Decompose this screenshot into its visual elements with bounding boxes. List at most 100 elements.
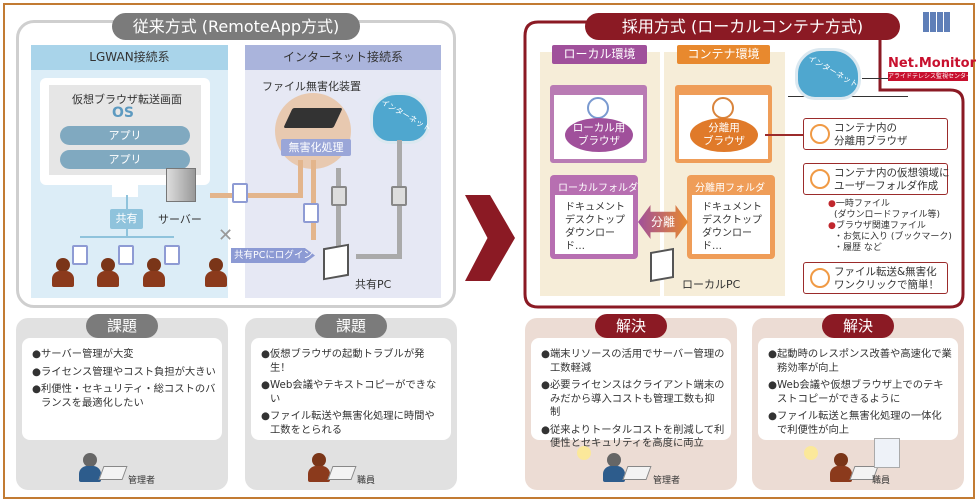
note-item: ●一時ファイル: [828, 199, 890, 209]
lgwan-header: LGWAN接続系: [31, 45, 228, 70]
issue-label: 課題: [315, 314, 387, 338]
adopted-title: 採用方式 (ローカルコンテナ方式): [585, 13, 900, 40]
issue-label: 課題: [86, 314, 158, 338]
user-icon: [205, 258, 229, 288]
solution-list: ●端末リソースの活用でサーバー管理の工数軽減●必要ライセンスはクライアント端末の…: [531, 338, 731, 449]
local-env-header: ローカル環境: [552, 45, 647, 64]
laptop-icon: [622, 466, 652, 480]
note-item: ・お気に入り (ブックマーク): [834, 232, 952, 242]
document-icon: [164, 245, 180, 265]
issue-list: ●仮想ブラウザの起動トラブルが発生！●Web会議やテキストコピーができない●ファ…: [251, 338, 451, 440]
folder-item: ダウンロード…: [565, 228, 615, 252]
callout-text: コンテナ内の 分離用ブラウザ: [834, 122, 908, 147]
folder-notes: ●一時ファイル (ダウンロードファイル等) ●ブラウザ関連ファイル ・お気に入り…: [828, 199, 952, 254]
solution-label: 解決: [595, 314, 667, 338]
folder-item: デスクトップ: [702, 215, 762, 226]
monitoring-center-icon: [923, 12, 951, 32]
shared-pc-label: 共有PC: [355, 278, 392, 291]
callout-container-browser: コンテナ内の 分離用ブラウザ: [803, 118, 948, 150]
note-item: ●ブラウザ関連ファイル: [828, 221, 926, 231]
folder-item: ダウンロード…: [702, 228, 752, 252]
issue-list: ●サーバー管理が大変●ライセンス管理やコスト負担が大きい●利便性・セキュリティ・…: [22, 338, 222, 440]
flow-line: [298, 160, 303, 198]
issue-box-admin: ●サーバー管理が大変●ライセンス管理やコスト負担が大きい●利便性・セキュリティ・…: [16, 314, 228, 490]
container-folder-title: 分離用フォルダ: [695, 183, 765, 194]
smile-icon: [810, 268, 830, 288]
local-browser-label: ローカル用 ブラウザ: [565, 118, 633, 152]
container-folder: 分離用フォルダ ドキュメントデスクトップダウンロード…: [687, 175, 775, 259]
staff-avatar: [830, 453, 854, 483]
container-browser-label: 分離用 ブラウザ: [690, 118, 758, 152]
role-label: 管理者: [653, 476, 681, 486]
role-label: 管理者: [128, 476, 156, 486]
user-icon: [52, 258, 76, 288]
smile-icon: [810, 124, 830, 144]
staff-avatar: [308, 453, 332, 483]
solution-box-admin: ●端末リソースの活用でサーバー管理の工数軽減●必要ライセンスはクライアント端末の…: [525, 314, 737, 490]
flow-arrow: [311, 160, 316, 240]
note-item: (ダウンロードファイル等): [834, 210, 941, 220]
solution-label: 解決: [822, 314, 894, 338]
sanitize-process-badge: 無害化処理: [281, 139, 351, 156]
app-pill: アプリ: [60, 126, 190, 145]
role-label: 職員: [872, 476, 891, 486]
server-icon: [166, 168, 196, 202]
internet-header: インターネット接続系: [245, 45, 441, 70]
app-pill: アプリ: [60, 150, 190, 169]
globe-icon: [712, 97, 734, 119]
local-folder-title: ローカルフォルダ: [558, 183, 638, 194]
blocked-x-icon: ✕: [218, 225, 234, 246]
sanitizer-label: ファイル無害化装置: [262, 80, 361, 93]
logo-sub: アライドテレシス監視センター: [888, 72, 968, 81]
local-pc-label: ローカルPC: [682, 278, 741, 291]
folder-item: デスクトップ: [565, 215, 625, 226]
local-folder: ローカルフォルダ ドキュメントデスクトップダウンロード…: [550, 175, 638, 259]
laptop-icon: [327, 466, 357, 480]
cloud-icon: [370, 92, 430, 144]
sanitizer-circle: [275, 93, 351, 169]
share-badge: 共有: [110, 209, 143, 229]
document-icon: [303, 203, 319, 223]
user-icon: [97, 258, 121, 288]
flow-arrow: [336, 168, 341, 248]
smile-icon: [810, 169, 830, 189]
callout-text: コンテナ内の仮想領域に ユーザーフォルダ作成: [834, 167, 950, 192]
user-icon: [143, 258, 167, 288]
role-label: 職員: [357, 476, 376, 486]
document-icon: [72, 245, 88, 265]
container-env-header: コンテナ環境: [677, 45, 770, 64]
callout-user-folder: コンテナ内の仮想領域に ユーザーフォルダ作成: [803, 163, 950, 195]
callout-one-click: ファイル転送&無害化 ワンクリックで簡単！: [803, 262, 948, 294]
document-icon: [331, 186, 347, 206]
solution-box-staff: ●起動時のレスポンス改善や高速化で業務効率が向上●Web会議や仮想ブラウザ上での…: [752, 314, 964, 490]
conventional-title: 従来方式 (RemoteApp方式): [112, 13, 360, 40]
callout-text: ファイル転送&無害化 ワンクリックで簡単！: [834, 266, 939, 291]
document-icon: [391, 186, 407, 206]
logo-name: Net.Monitor: [888, 56, 976, 71]
solution-list: ●起動時のレスポンス改善や高速化で業務効率が向上●Web会議や仮想ブラウザ上での…: [758, 338, 958, 440]
connector-line: [862, 78, 890, 79]
screen-title: 仮想ブラウザ転送画面: [72, 93, 182, 106]
local-pc-icon: [650, 247, 674, 283]
lightbulb-icon: [577, 446, 591, 460]
folder-item: ドキュメント: [702, 202, 762, 213]
note-item: ・履歴 など: [834, 243, 882, 253]
document-icon: [232, 183, 248, 203]
document-icon: [118, 245, 134, 265]
outer-frame: [3, 3, 975, 499]
lightbulb-icon: [804, 446, 818, 460]
folder-item: ドキュメント: [565, 202, 625, 213]
monitor-stand: [112, 183, 138, 197]
login-arrow: 共有PCにログイン: [231, 248, 315, 263]
admin-avatar: [79, 453, 103, 483]
flow-arrow: [210, 193, 303, 198]
admin-avatar: [603, 453, 627, 483]
web-meeting-icon: [874, 438, 900, 468]
share-line: [80, 236, 174, 238]
flow-arrow: [356, 254, 402, 259]
os-label: OS: [112, 105, 134, 121]
laptop-icon: [98, 466, 128, 480]
cloud-icon: [795, 48, 861, 100]
globe-icon: [587, 97, 609, 119]
